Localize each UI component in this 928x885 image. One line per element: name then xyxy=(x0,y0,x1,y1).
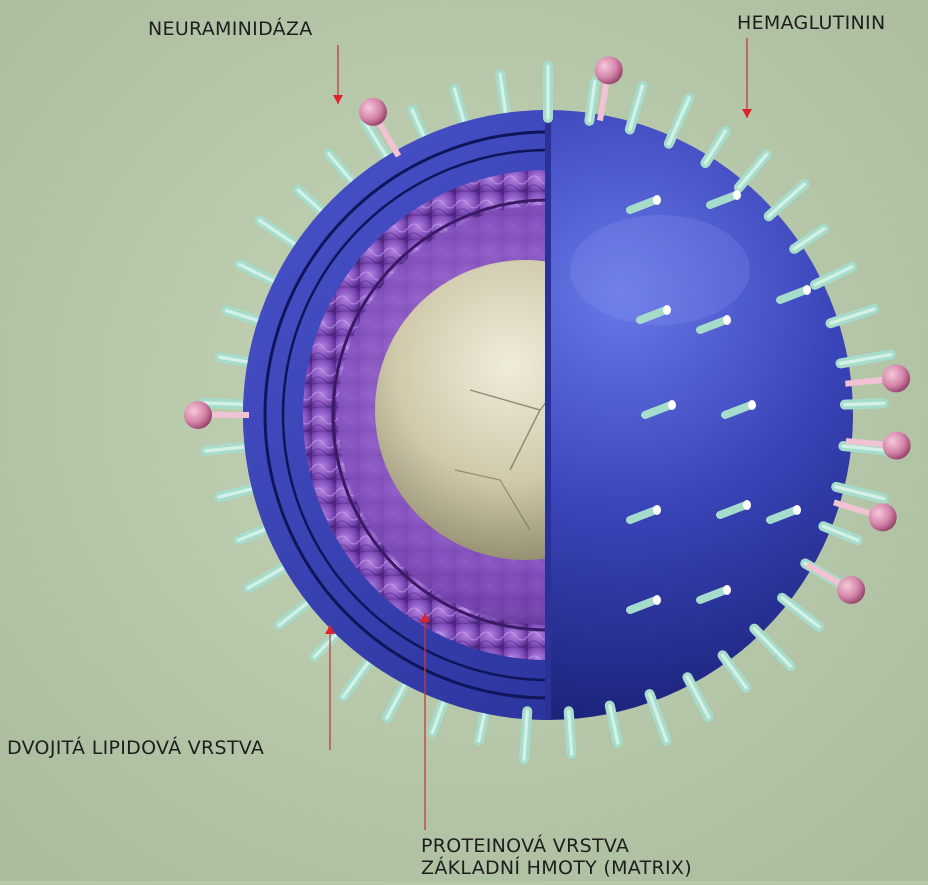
hemagglutinin-spike-icon xyxy=(569,711,572,754)
virus-body xyxy=(243,110,853,720)
hemagglutinin-spike-icon xyxy=(589,81,595,121)
hemagglutinin-spike-icon xyxy=(845,403,884,404)
neuraminidase-label: NEURAMINIDÁZA xyxy=(148,18,313,40)
protein-layer-label-line2: ZÁKLADNÍ HMOTY (MATRIX) xyxy=(421,857,692,879)
lipid-bilayer-label: DVOJITÁ LIPIDOVÁ VRSTVA xyxy=(7,737,264,759)
hemagglutinin-label: HEMAGLUTININ xyxy=(737,12,885,34)
hemagglutinin-spike-icon xyxy=(524,711,527,759)
protein-layer-label-line1: PROTEINOVÁ VRSTVA xyxy=(421,835,629,857)
